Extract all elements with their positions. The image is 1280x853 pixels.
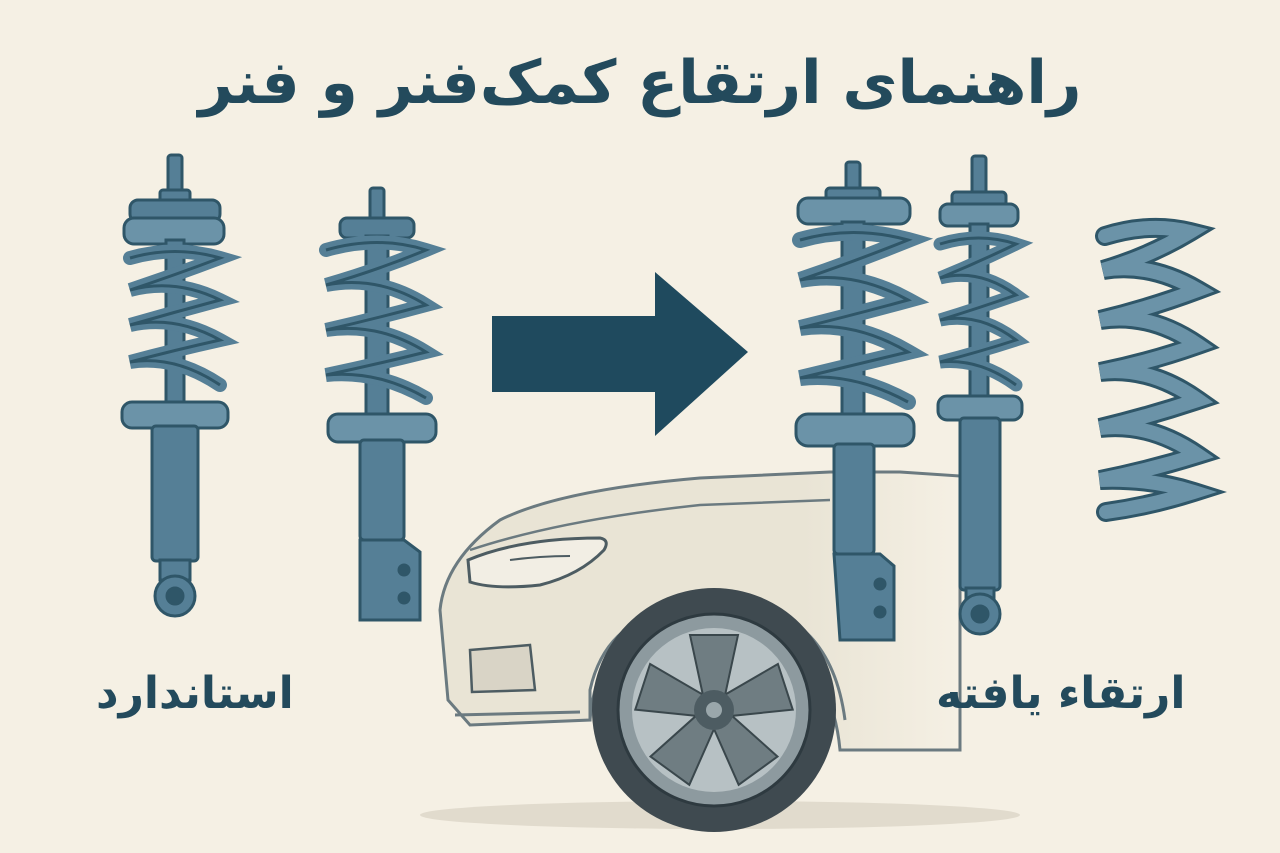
- car-front-icon: [420, 470, 1020, 832]
- spring-icon: [1095, 217, 1227, 522]
- shock-absorber-icon: [319, 186, 447, 622]
- label-standard: استاندارد: [96, 668, 294, 719]
- label-upgraded: ارتقاء یافته: [936, 668, 1186, 719]
- shock-absorber-icon: [933, 154, 1034, 636]
- shock-absorber-icon: [792, 160, 934, 642]
- shock-absorber-icon: [120, 153, 243, 618]
- page-title: راهنمای ارتقاع کمک‌فنر و فنر: [198, 48, 1082, 118]
- arrow-right-icon: [492, 272, 748, 436]
